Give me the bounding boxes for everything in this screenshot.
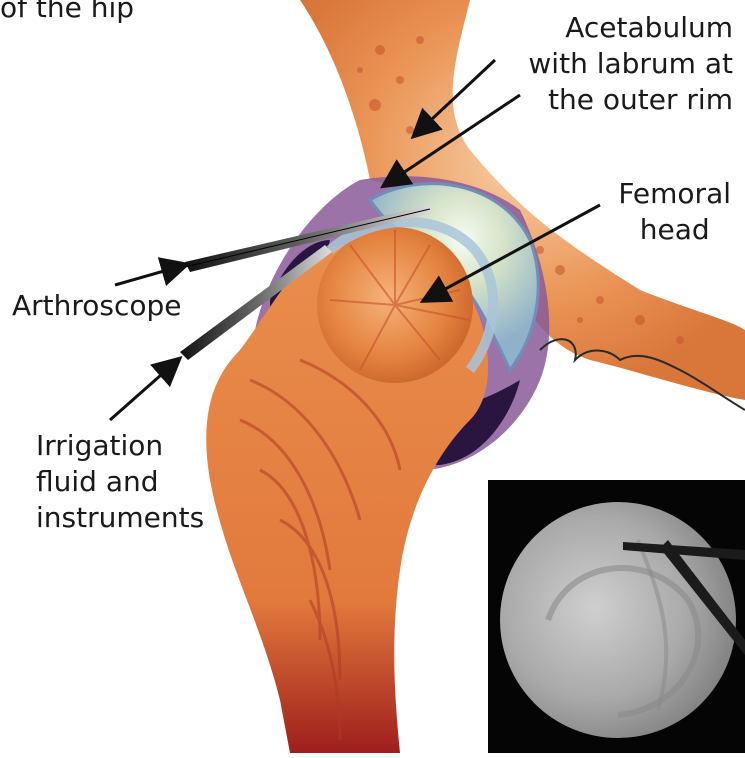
label-acetabulum-line-2: with labrum at xyxy=(528,46,733,82)
label-acetabulum: Acetabulum with labrum at the outer rim xyxy=(528,10,733,118)
label-irrigation-line-3: instruments xyxy=(36,500,204,536)
xray-image xyxy=(488,480,745,753)
xray-field xyxy=(500,502,736,738)
label-femoral-line-1: Femoral xyxy=(618,176,731,212)
label-femoral-head: Femoral head xyxy=(618,176,731,248)
label-irrigation-line-2: fluid and xyxy=(36,464,204,500)
label-acetabulum-line-1: Acetabulum xyxy=(528,10,733,46)
label-irrigation-line-1: Irrigation xyxy=(36,428,204,464)
arrow-irrigation xyxy=(110,360,178,420)
label-of-the-hip: of the hip xyxy=(0,0,134,26)
label-acetabulum-line-3: the outer rim xyxy=(528,82,733,118)
xray-inset xyxy=(488,480,745,753)
label-arthroscope: Arthroscope xyxy=(12,288,182,324)
label-irrigation: Irrigation fluid and instruments xyxy=(36,428,204,536)
arrow-arthroscope xyxy=(115,265,185,285)
label-femoral-line-2: head xyxy=(618,212,731,248)
